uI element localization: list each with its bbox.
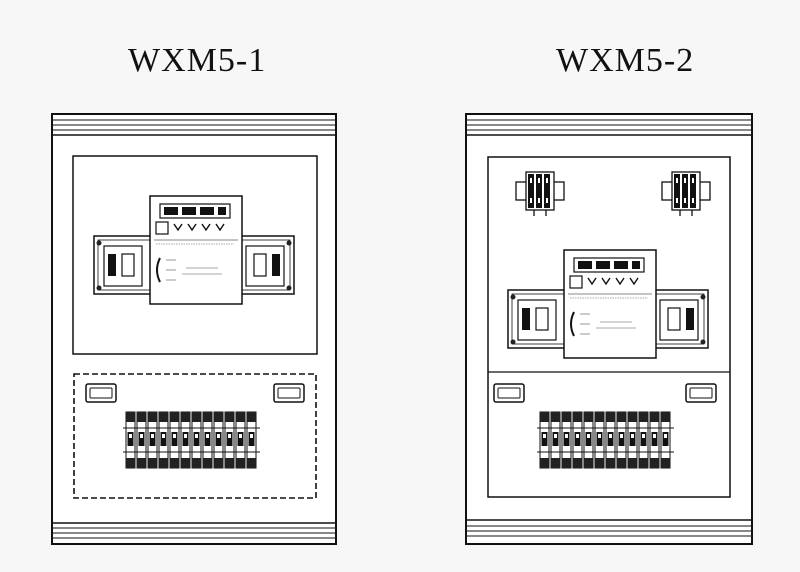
- panel-title-wxm5-1: WXM5-1: [128, 42, 267, 79]
- panel-title-wxm5-2: WXM5-2: [556, 42, 695, 79]
- cabinet-wxm5-2: [465, 113, 753, 545]
- cabinet-wxm5-1: [51, 113, 337, 545]
